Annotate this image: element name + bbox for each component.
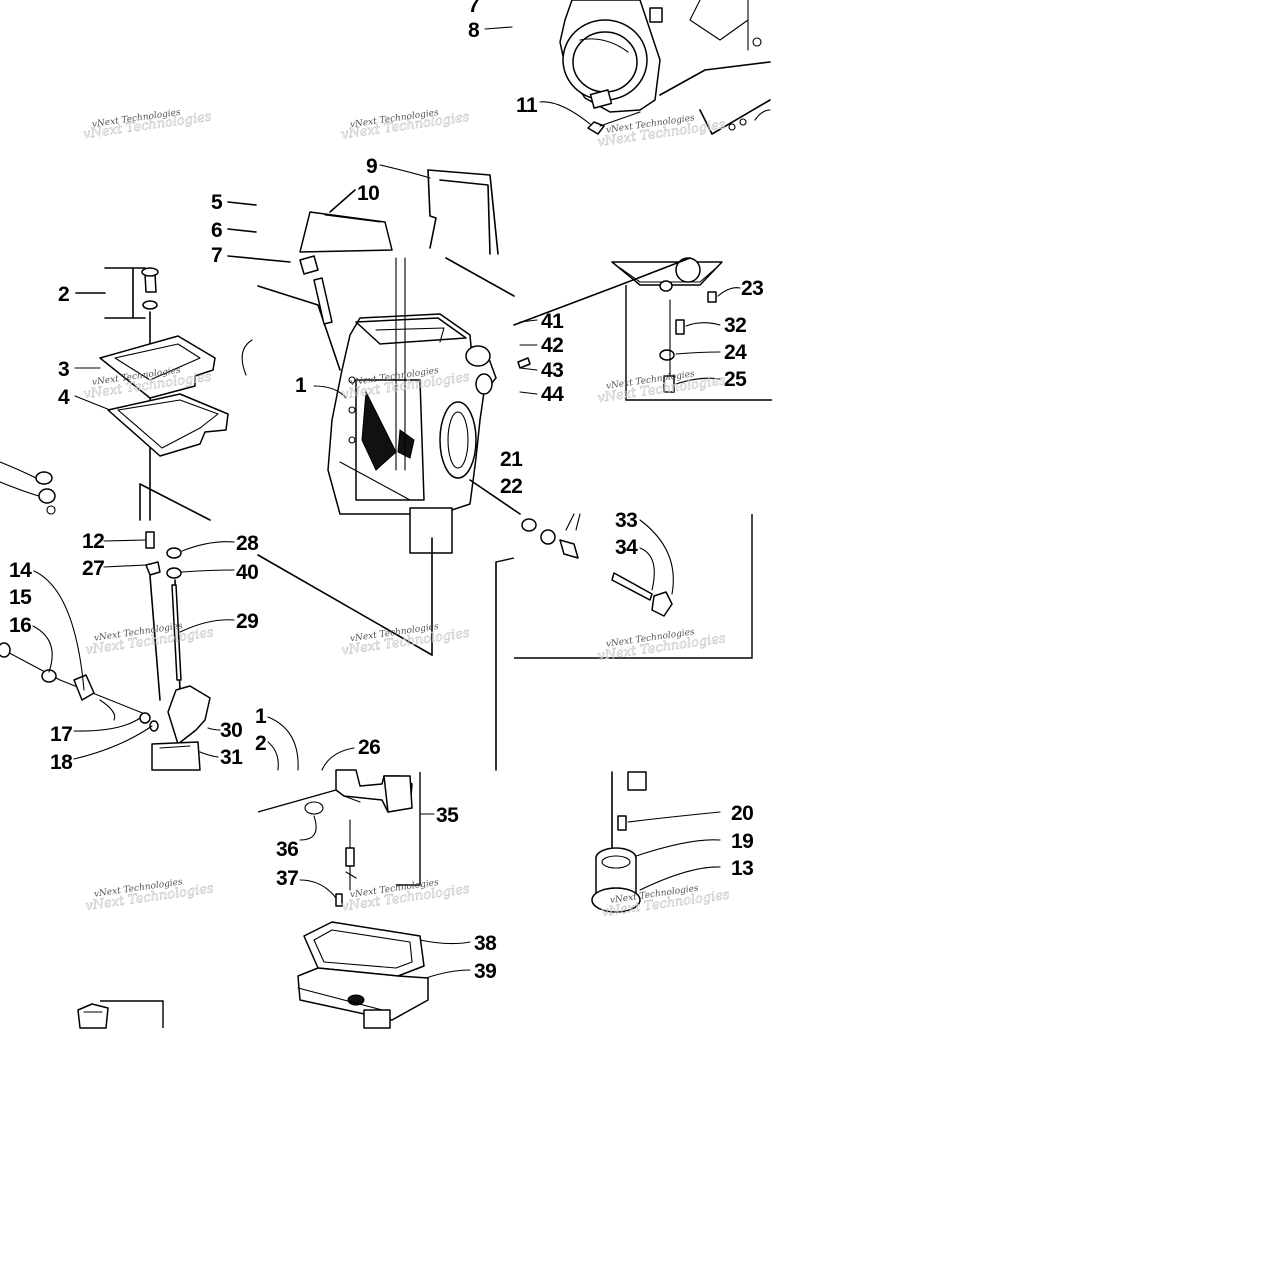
- callout-2-lower: 2: [255, 732, 266, 755]
- callout-21: 21: [500, 448, 523, 471]
- callout-14: 14: [9, 559, 32, 582]
- callout-1: 1: [295, 374, 307, 397]
- callout-39: 39: [474, 960, 496, 983]
- callout-17: 17: [50, 723, 72, 746]
- callout-41: 41: [541, 310, 564, 333]
- tile-small-part: [77, 1000, 164, 1029]
- callout-20: 20: [731, 802, 753, 825]
- callout-8: 8: [468, 19, 480, 42]
- callout-7-top: 7: [468, 0, 479, 17]
- callout-40: 40: [236, 561, 258, 584]
- callout-11: 11: [516, 94, 538, 117]
- callout-26: 26: [358, 736, 380, 759]
- callout-1-lower: 1: [255, 705, 267, 728]
- callout-2: 2: [58, 283, 69, 306]
- callout-22: 22: [500, 475, 522, 498]
- tile-main-jet: [591, 771, 721, 913]
- tile-float-bowl: [297, 921, 471, 1029]
- callout-34: 34: [615, 536, 638, 559]
- tile-top-cover: [0, 267, 229, 521]
- callout-37: 37: [276, 867, 298, 890]
- callout-3: 3: [58, 358, 69, 381]
- callout-19: 19: [731, 830, 753, 853]
- tile-throttle-shaft: [0, 531, 433, 771]
- callout-32: 32: [724, 314, 746, 337]
- callout-10: 10: [357, 182, 379, 205]
- callout-31: 31: [220, 746, 243, 769]
- callout-5: 5: [211, 191, 223, 214]
- callout-4: 4: [58, 386, 70, 409]
- callout-28: 28: [236, 532, 259, 555]
- callout-18: 18: [50, 751, 73, 774]
- callout-27: 27: [82, 557, 104, 580]
- tile-throttle-body: [484, 0, 771, 135]
- tile-main-body: [227, 164, 521, 554]
- callout-24: 24: [724, 341, 747, 364]
- callout-30: 30: [220, 719, 242, 742]
- callout-38: 38: [474, 932, 497, 955]
- callout-36: 36: [276, 838, 298, 861]
- callout-29: 29: [236, 610, 258, 633]
- callout-43: 43: [541, 359, 563, 382]
- callout-42: 42: [541, 334, 563, 357]
- callout-7: 7: [211, 244, 222, 267]
- callout-9: 9: [366, 155, 377, 178]
- callout-23: 23: [741, 277, 763, 300]
- callout-6: 6: [211, 219, 222, 242]
- callout-12: 12: [82, 530, 104, 553]
- tile-float-valve: [257, 716, 435, 907]
- callout-33: 33: [615, 509, 637, 532]
- callout-25: 25: [724, 368, 747, 391]
- callout-16: 16: [9, 614, 31, 637]
- callout-13: 13: [731, 857, 753, 880]
- tile-pilot-screws: [513, 257, 772, 401]
- tile-needle-valve: [495, 513, 753, 771]
- callout-35: 35: [436, 804, 459, 827]
- callout-44: 44: [541, 383, 564, 406]
- callouts: 7 8 11 9 10 5 6 7 2 3 4 1 23 32 24 25 41…: [9, 0, 764, 983]
- callout-15: 15: [9, 586, 32, 609]
